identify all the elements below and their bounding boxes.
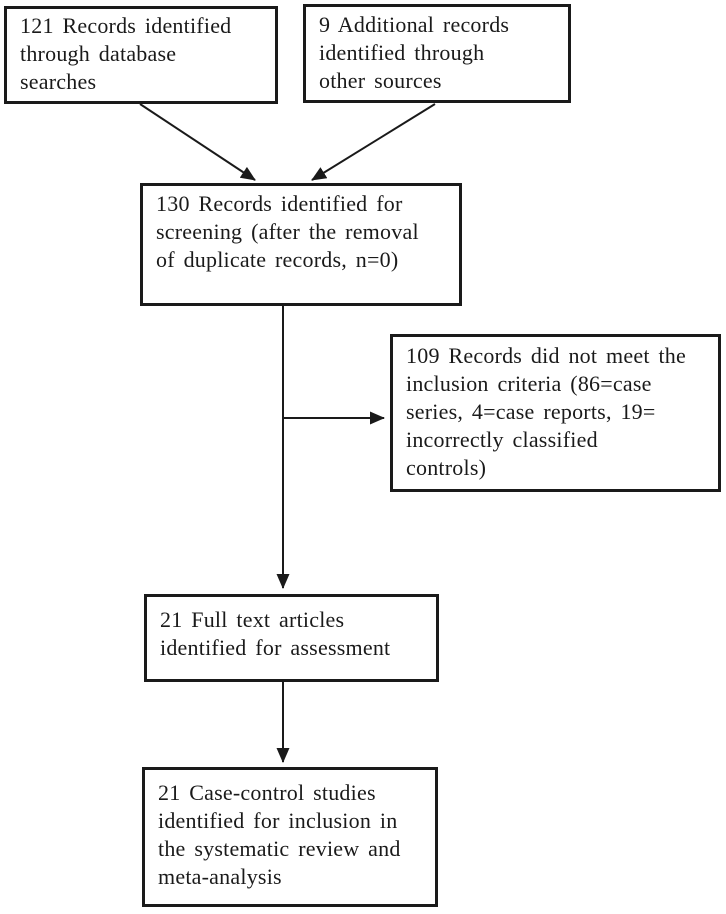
arrow-database-to-screening xyxy=(139,103,256,181)
box-records-screening: 130 Records identified for screening (af… xyxy=(140,183,462,306)
box-records-screening-text: 130 Records identified for screening (af… xyxy=(156,191,419,272)
box-records-database-text: 121 Records identified through database … xyxy=(20,13,232,94)
box-records-excluded-text: 109 Records did not meet the inclusion c… xyxy=(406,343,687,480)
box-records-excluded: 109 Records did not meet the inclusion c… xyxy=(390,334,721,492)
box-records-other-sources-text: 9 Additional records identified through … xyxy=(319,12,510,93)
box-records-database: 121 Records identified through database … xyxy=(4,6,278,104)
box-included-studies-text: 21 Case-control studies identified for i… xyxy=(158,780,401,889)
arrow-other-sources-to-screening xyxy=(311,103,436,181)
box-fulltext-articles-text: 21 Full text articles identified for ass… xyxy=(160,607,391,660)
box-fulltext-articles: 21 Full text articles identified for ass… xyxy=(144,594,439,682)
box-records-other-sources: 9 Additional records identified through … xyxy=(303,4,571,103)
box-included-studies: 21 Case-control studies identified for i… xyxy=(142,767,438,907)
